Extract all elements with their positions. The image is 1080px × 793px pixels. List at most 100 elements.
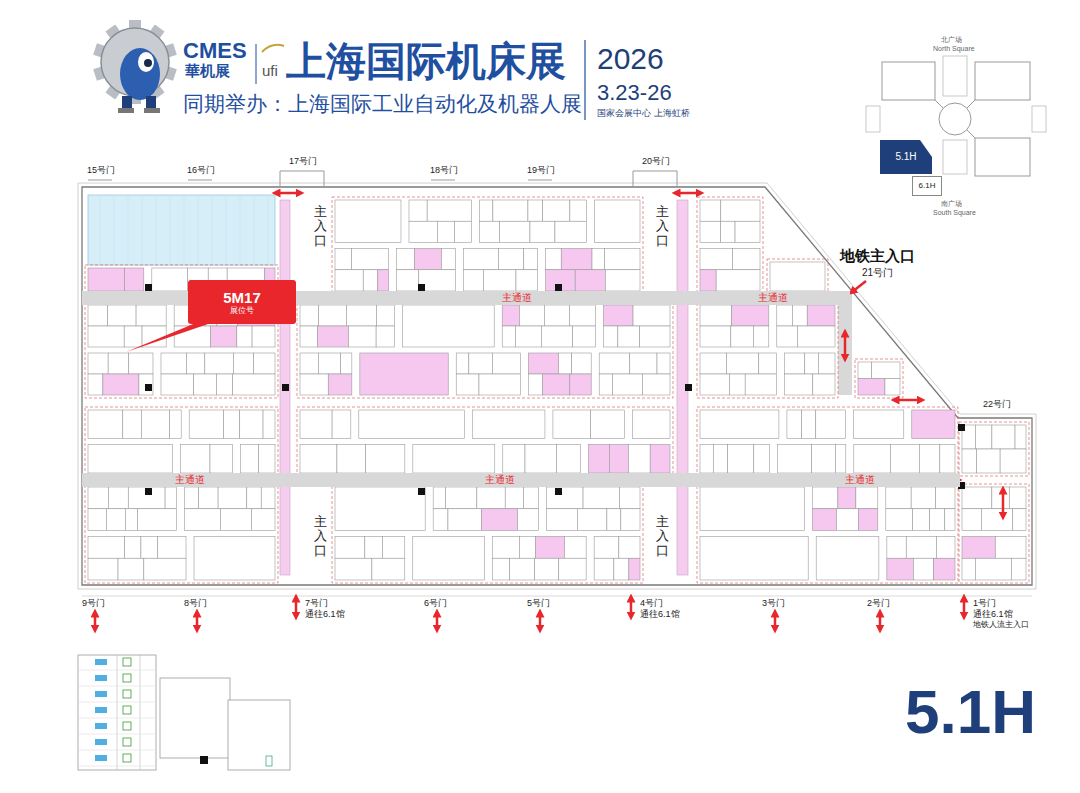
legend-sample <box>200 756 208 764</box>
booth <box>813 374 835 395</box>
booth <box>816 410 846 439</box>
booth <box>413 445 495 474</box>
minimap-link <box>967 130 975 138</box>
booth <box>754 445 770 474</box>
booth <box>335 558 372 580</box>
booth <box>906 537 936 559</box>
booth <box>247 487 261 509</box>
minimap-hall <box>975 138 1030 176</box>
minimap-link <box>967 100 975 108</box>
zone-outline <box>697 302 838 398</box>
booth <box>732 249 760 270</box>
booth <box>700 445 713 474</box>
booth <box>812 445 836 474</box>
booth <box>263 410 275 439</box>
booth <box>930 509 945 531</box>
booth <box>854 410 904 439</box>
booth <box>205 353 234 374</box>
booth <box>728 445 754 474</box>
booth <box>517 509 538 531</box>
booth <box>335 537 365 559</box>
booth <box>433 509 448 531</box>
booth <box>88 537 125 559</box>
booth <box>887 558 913 580</box>
booth <box>158 537 186 559</box>
square-name: South Square <box>933 209 976 217</box>
booth <box>792 305 807 326</box>
booth <box>469 353 493 374</box>
booth <box>376 305 394 326</box>
booth <box>510 558 535 580</box>
flow-arrow <box>295 598 298 616</box>
booth <box>402 305 494 347</box>
legend-sample <box>95 659 107 665</box>
booth <box>409 221 437 242</box>
booth <box>818 353 835 374</box>
venue: 国家会展中心 上海虹桥 <box>597 108 690 118</box>
booth <box>609 445 628 474</box>
booth <box>633 305 670 326</box>
booth <box>1011 558 1026 580</box>
aisle-label: 主通道 <box>845 474 875 486</box>
minimap-wing <box>943 56 967 96</box>
booth <box>456 374 479 395</box>
booth <box>599 374 612 395</box>
booth <box>441 249 455 270</box>
flow-arrow <box>1002 490 1005 516</box>
booth <box>700 326 731 347</box>
booth <box>472 410 545 439</box>
zone-grid <box>212 195 213 265</box>
door-number: 5号门 <box>527 598 550 608</box>
booth <box>523 487 538 509</box>
booth <box>700 374 729 395</box>
entry-arrow <box>852 281 866 292</box>
pillar <box>145 284 152 291</box>
legend-rule <box>140 655 141 770</box>
booth <box>594 558 614 580</box>
booth <box>1009 487 1026 509</box>
mascot-foot <box>144 108 160 113</box>
booth <box>856 487 878 509</box>
booth <box>872 362 900 379</box>
booth <box>254 353 275 374</box>
booth <box>427 200 471 221</box>
flow-arrow <box>774 613 777 629</box>
pillar <box>145 488 152 495</box>
minimap-hub <box>939 103 971 135</box>
booth <box>700 537 808 581</box>
booth <box>300 410 332 439</box>
booth <box>632 410 670 439</box>
booth <box>934 558 955 580</box>
booth <box>317 326 348 347</box>
legend-frame <box>78 655 156 770</box>
door-number: 17号门 <box>289 156 317 166</box>
booth <box>604 249 640 270</box>
booth <box>887 537 906 559</box>
callout-pointer <box>126 322 214 352</box>
zone-grid <box>268 195 269 265</box>
booth <box>125 537 141 559</box>
booth <box>541 326 572 347</box>
entrance-strip <box>82 596 1032 597</box>
door-number: 4号门 <box>640 598 663 608</box>
booth <box>621 509 640 531</box>
booth <box>88 326 124 347</box>
legend-sample <box>123 706 131 714</box>
legend-rule <box>117 655 118 770</box>
mascot-body <box>120 48 160 100</box>
main-entrance: 主入口 <box>314 205 327 248</box>
booth <box>603 305 633 326</box>
square-name: 南广场 <box>941 200 962 208</box>
route-note: 通往6.1馆 <box>640 609 680 619</box>
zone-outline <box>332 197 643 294</box>
door-mark <box>88 180 112 181</box>
booth <box>515 326 541 347</box>
booth <box>745 374 776 395</box>
booth <box>936 537 955 559</box>
booth <box>603 326 617 347</box>
ufi-mark <box>262 45 284 52</box>
booth <box>559 558 586 580</box>
booth <box>785 374 813 395</box>
route-note: 地铁人流主入口 <box>973 620 1029 629</box>
pillar <box>685 384 692 391</box>
